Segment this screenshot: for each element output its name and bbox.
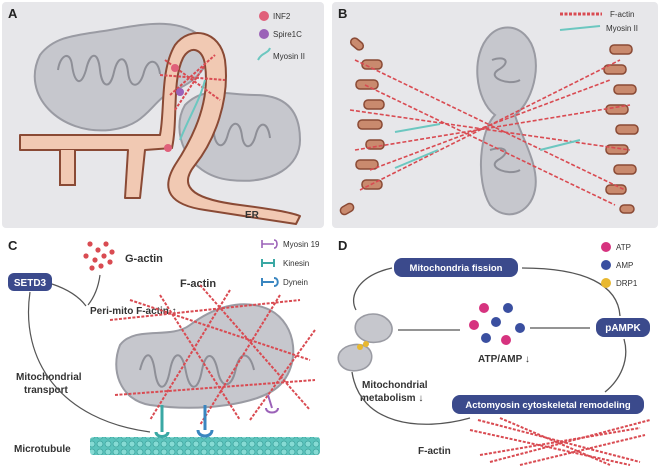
legend-myosin-ii-b-label: Myosin II [606, 24, 638, 33]
peri-mito-label: Peri-mito F-actin ↑ [90, 306, 177, 317]
myosin-ii-b [394, 123, 581, 169]
arrow-transport [27, 291, 151, 433]
panel-c: C G-actin SETD3 Peri-mito F-actin ↑ F-ac… [8, 238, 320, 455]
legend-dynein-label: Dynein [283, 278, 308, 287]
atp-amp-dots [469, 303, 525, 345]
panel-c-label: C [8, 238, 18, 253]
arrow-pampk-to-fission [521, 267, 621, 317]
er-branch-left [59, 150, 76, 186]
legend-dynein-icon [261, 277, 279, 287]
fission-label: Mitochondria fission [410, 263, 503, 274]
legend-atp-icon [601, 242, 611, 252]
myosin-ii-a [179, 79, 206, 141]
drp1-marker [357, 344, 363, 350]
arrow-setd3 [51, 283, 87, 307]
myosin-19-motor [265, 394, 279, 414]
cristae-large [57, 54, 161, 86]
legend-myosin-19-label: Myosin 19 [283, 240, 320, 249]
arrow-remodel-to-metab [351, 371, 471, 425]
legend-atp-label: ATP [616, 243, 631, 252]
pampk-box [596, 318, 650, 337]
cristae-dividing [489, 57, 521, 174]
legend-amp-icon [601, 260, 611, 270]
legend-drp1-label: DRP1 [616, 279, 638, 288]
drp1-marker [363, 341, 369, 347]
mitochondria-cluster-left [339, 37, 385, 216]
g-actin-label: G-actin [125, 253, 163, 265]
panel-a: A INF2 Spire1C Myosin II ER [8, 6, 305, 225]
inf2-marker [171, 64, 179, 72]
ratio-label: ATP/AMP ↓ [478, 354, 530, 365]
microtubule-label: Microtubule [14, 444, 71, 455]
setd3-box [8, 273, 52, 291]
panel-d-label: D [338, 238, 347, 253]
legend-myosin-ii-label: Myosin II [273, 52, 305, 61]
g-actin-dots [83, 241, 115, 271]
legend-myosin-ii-b-icon [559, 25, 601, 31]
dynein-motor [196, 405, 214, 438]
legend-f-actin-label: F-actin [610, 10, 634, 19]
metab-label-line2: metabolism ↓ [360, 393, 423, 404]
actin-bundle-d [469, 417, 651, 466]
f-actin-d-label: F-actin [418, 446, 451, 457]
legend-spire1c-icon [259, 29, 269, 39]
arrow-fission-to-mito [352, 267, 393, 311]
fission-box [394, 258, 518, 277]
mitochondrion-d-bottom [337, 343, 373, 372]
spire1c-marker [176, 88, 184, 96]
microtubule [90, 437, 320, 455]
arrow-g-actin [87, 274, 101, 306]
legend-kinesin-label: Kinesin [283, 259, 309, 268]
legend-myosin-ii-icon [257, 47, 271, 61]
cristae-c [139, 354, 255, 388]
panel-b-label: B [338, 6, 347, 21]
legend-inf2-label: INF2 [273, 12, 291, 21]
f-actin-c-label: F-actin [180, 278, 216, 290]
panel-b: B [338, 6, 639, 216]
er-tubule [19, 32, 301, 225]
arrow-pampk-to-remodel [604, 338, 627, 393]
legend-spire1c-label: Spire1C [273, 30, 302, 39]
actin-cables-b [349, 59, 631, 206]
remodel-label: Actomyosin cytoskeletal remodeling [465, 400, 630, 411]
er-label: ER [245, 210, 260, 221]
metab-label-line1: Mitochondrial [362, 380, 428, 391]
legend-myosin-19-icon [261, 239, 278, 249]
legend-drp1-icon [601, 278, 611, 288]
panel-a-label: A [8, 6, 18, 21]
actin-mesh-c [109, 284, 316, 426]
remodel-box [452, 395, 644, 414]
legend-amp-label: AMP [616, 261, 633, 270]
pampk-label: pAMPK [605, 323, 641, 334]
setd3-label: SETD3 [14, 278, 47, 289]
panel-d: D Mitochondria fission pAMPK Actomyosin … [337, 238, 651, 466]
inf2-marker [164, 144, 172, 152]
legend-kinesin-icon [261, 259, 275, 267]
mitochondrion-dividing [476, 26, 537, 216]
mitochondrion-d-top [354, 313, 393, 344]
legend-inf2-icon [259, 11, 269, 21]
kinesin-motor [154, 405, 170, 438]
transport-label-line2: transport [24, 385, 69, 396]
